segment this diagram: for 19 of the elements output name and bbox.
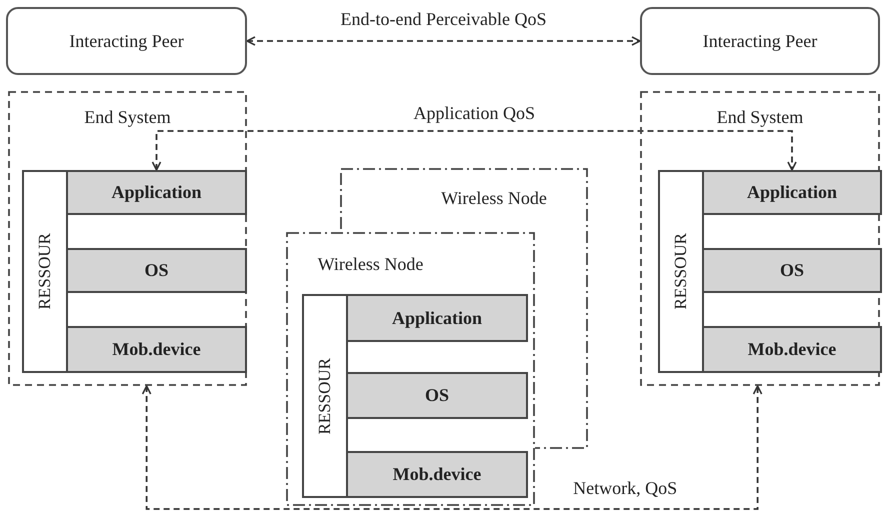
layer-box: Application: [702, 170, 882, 215]
resource-bar: RESSOUR: [658, 170, 704, 373]
peer-box: Interacting Peer: [640, 7, 880, 75]
layer-box: Mob.device: [702, 326, 882, 373]
system-frame: [8, 91, 247, 386]
dashed-arrow: [142, 385, 762, 510]
resource-bar: RESSOUR: [302, 294, 348, 498]
layer-box: OS: [66, 248, 247, 293]
dashed-arrow: [152, 130, 797, 171]
layer-box: Application: [346, 294, 528, 342]
layer-box: Mob.device: [66, 326, 247, 373]
system-frame: [640, 91, 880, 386]
resource-bar: RESSOUR: [22, 170, 68, 373]
peer-box: Interacting Peer: [6, 7, 247, 75]
layer-box: OS: [346, 372, 528, 419]
dashed-arrow: [246, 36, 641, 46]
layer-box: OS: [702, 248, 882, 293]
layer-box: Application: [66, 170, 247, 215]
layer-box: Mob.device: [346, 451, 528, 498]
